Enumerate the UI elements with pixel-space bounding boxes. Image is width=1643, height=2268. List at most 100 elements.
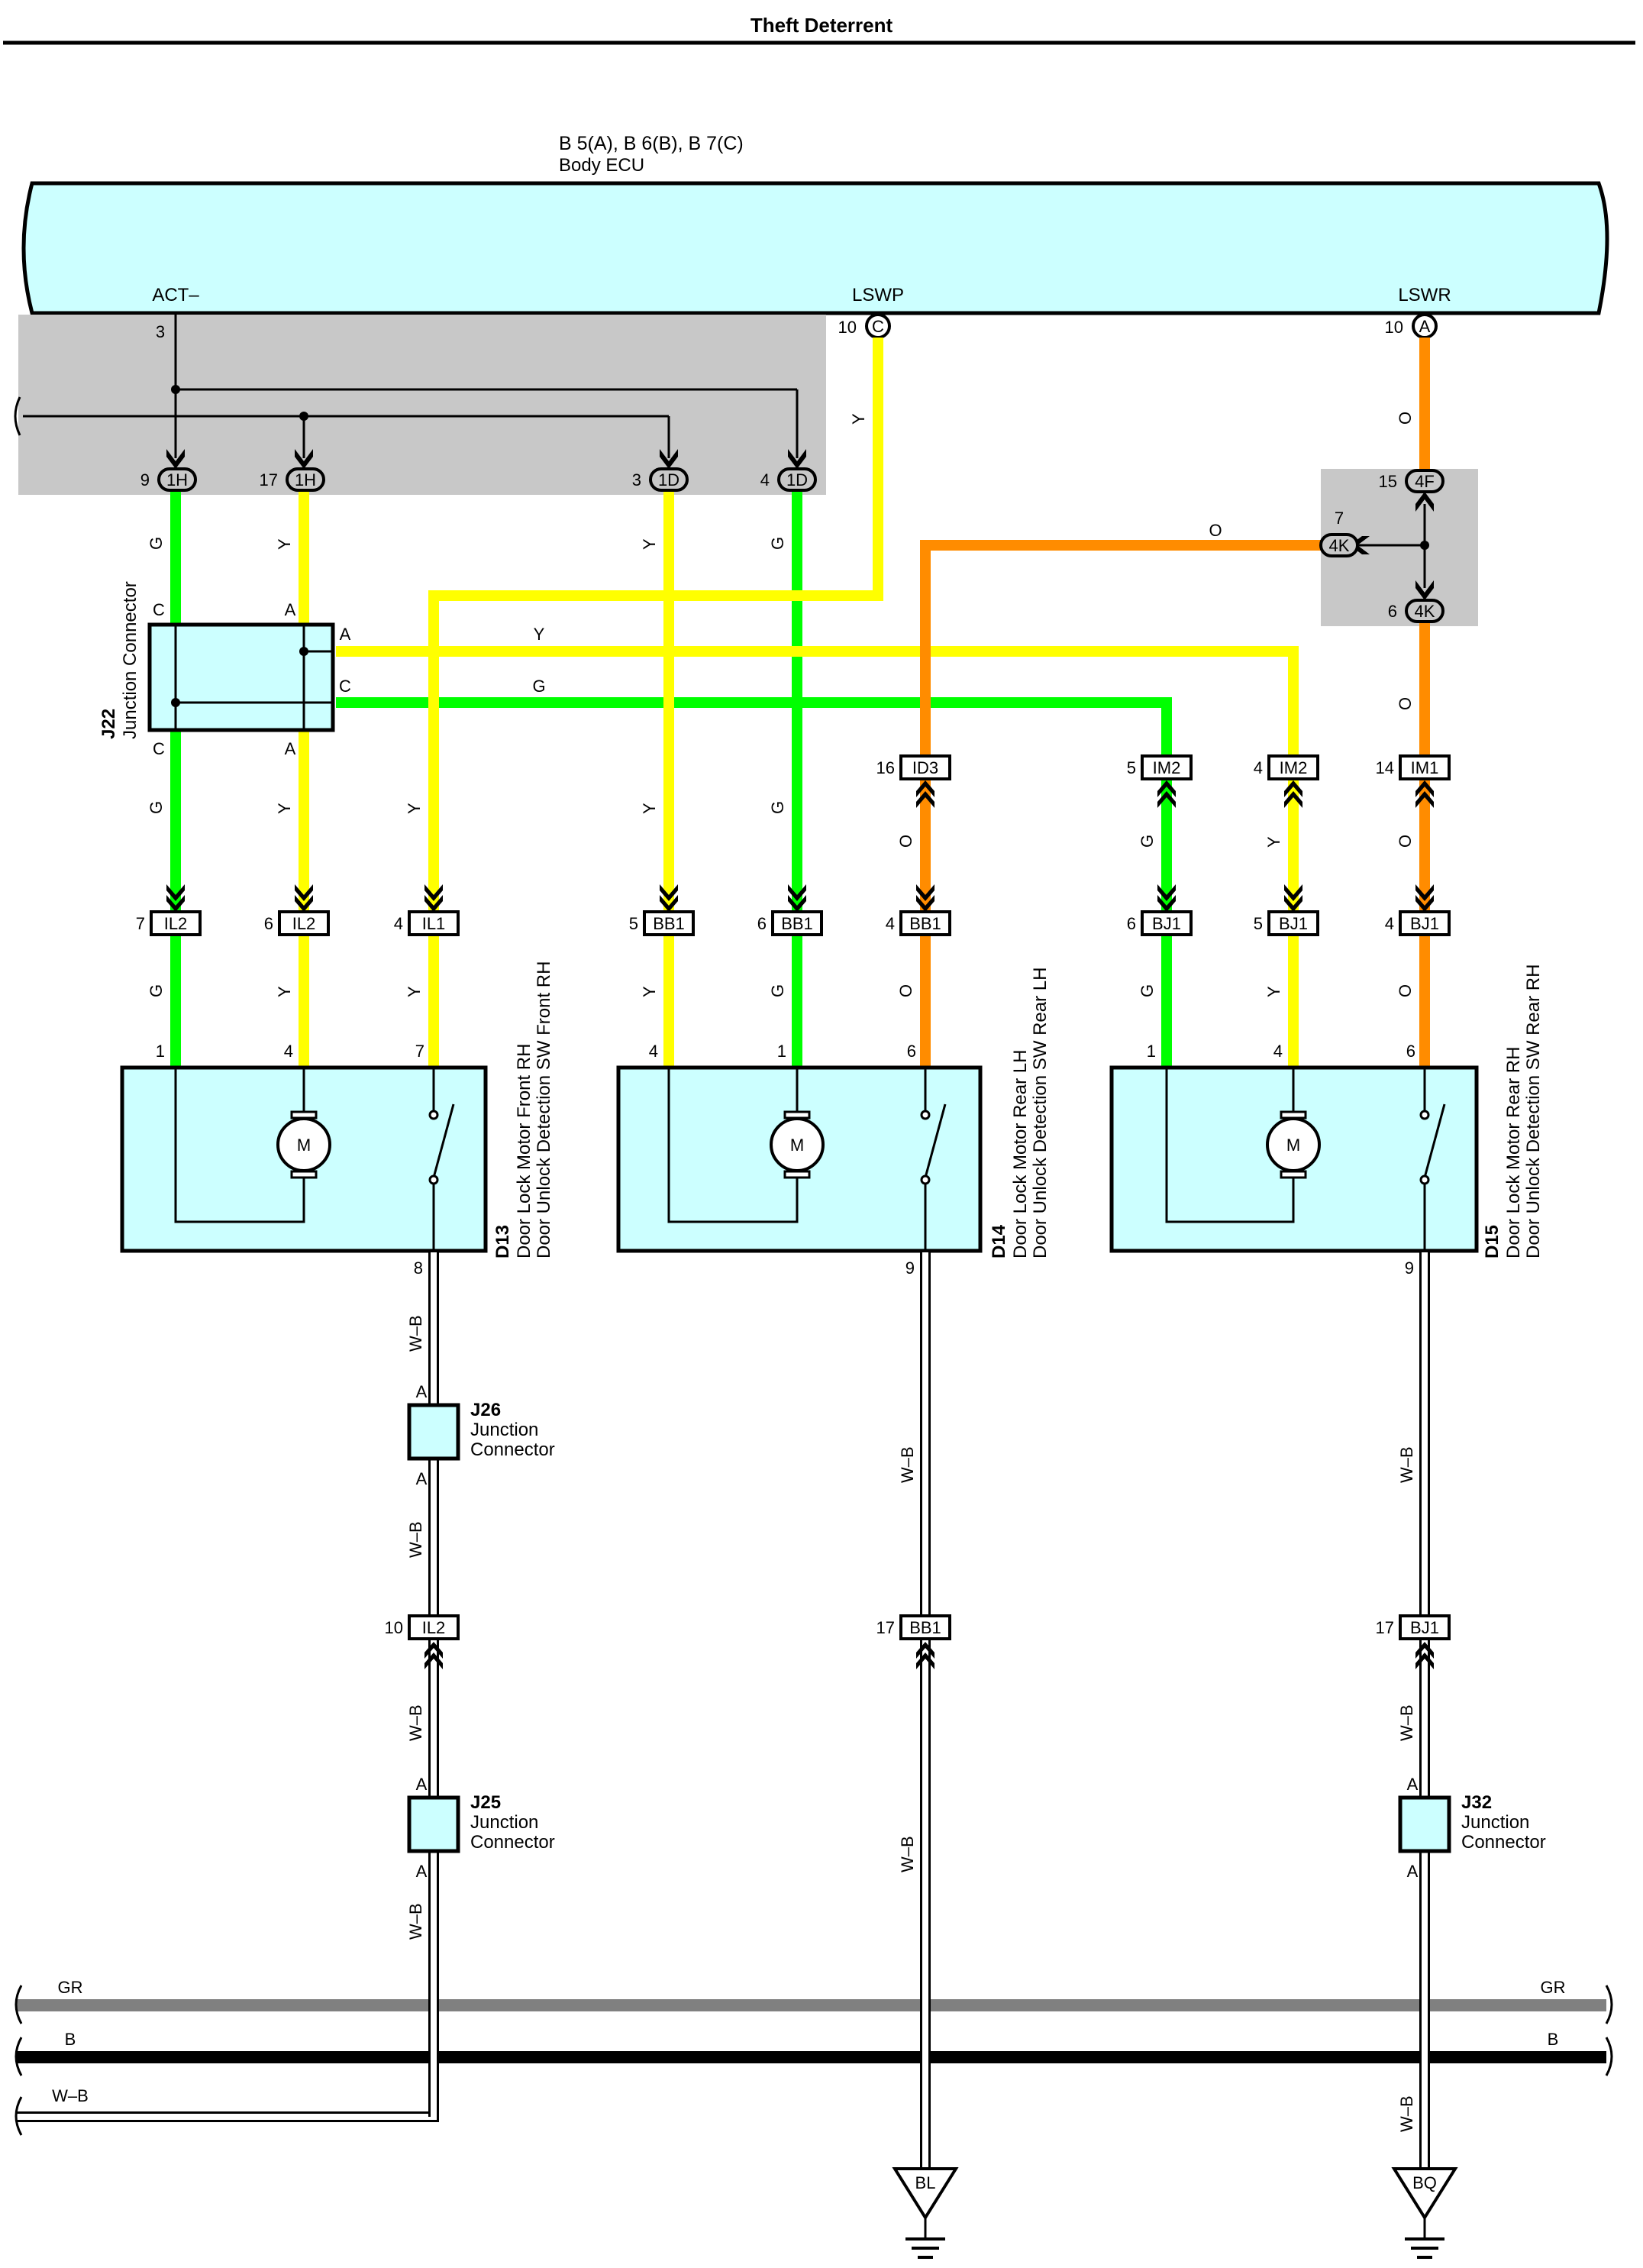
j22-pin-letter: C: [339, 677, 351, 696]
arrowhead: [916, 1642, 934, 1669]
connector-1d-4: 1D: [777, 467, 817, 492]
j25-junction-connector: [407, 1795, 460, 1853]
j26-line1: Junction: [470, 1420, 538, 1440]
connector-4f-15: 4F: [1405, 469, 1444, 493]
pin-number: 4: [886, 914, 895, 933]
connector-bj1-5: BJ1: [1267, 910, 1319, 936]
pin-number: 3: [632, 470, 641, 489]
ground-label-bq: BQ: [1412, 2173, 1437, 2192]
bus-label-gr: GR: [58, 1978, 83, 1997]
wire-color-g: G: [147, 984, 166, 997]
pin-number: 9: [140, 470, 150, 489]
d13-line1: Door Lock Motor Front RH: [514, 1044, 534, 1258]
pin-number: 9: [905, 1258, 915, 1278]
act-splice-wires: [23, 315, 799, 458]
wire-color-o: O: [1396, 984, 1415, 997]
wire-color-g: G: [768, 801, 787, 814]
connector-il2-10: IL2: [408, 1614, 460, 1640]
pin-number: 5: [629, 914, 638, 933]
pin-number: 4: [394, 914, 403, 933]
pin-number: 10: [838, 318, 857, 337]
arrowheads-row2: [166, 884, 1434, 912]
arrowhead: [424, 1642, 443, 1669]
wire-color-o: O: [1396, 697, 1415, 710]
pin-number: 4: [760, 470, 770, 489]
wire-color-wb: W–B: [898, 1836, 917, 1872]
wire-yellow-j22-a-out: [336, 646, 1299, 764]
connector-bb1-4: BB1: [899, 910, 951, 936]
ecu-splice-area: [18, 315, 826, 495]
pin-number: 7: [415, 1042, 424, 1061]
d14-line1: Door Lock Motor Rear LH: [1010, 1050, 1031, 1258]
pin-number: 3: [156, 322, 165, 341]
j22-pin-letter: A: [340, 625, 351, 644]
wire-color-g: G: [768, 537, 787, 550]
switch-contact: [1419, 1174, 1430, 1185]
motor-label: M: [1286, 1136, 1300, 1155]
connector-label: IM2: [1153, 758, 1181, 777]
connector-im2-5: IM2: [1141, 754, 1193, 780]
wire-color-y: Y: [275, 538, 294, 550]
pin-number: 6: [1127, 914, 1136, 933]
motor-symbol: [770, 1117, 825, 1172]
connector-bj1-17: BJ1: [1399, 1614, 1451, 1640]
wire-color-y: Y: [275, 986, 294, 997]
arrowheads-row1: [916, 780, 1434, 808]
motor-label: M: [790, 1136, 804, 1155]
connector-label: BJ1: [1279, 914, 1308, 933]
arrowhead: [1415, 1642, 1434, 1669]
splice-dot: [1420, 541, 1429, 550]
connector-bj1-4: BJ1: [1399, 910, 1451, 936]
switch-contact: [428, 1110, 439, 1120]
wire-color-g: G: [532, 677, 545, 696]
body-ecu: [21, 181, 1609, 315]
pin-number: 10: [385, 1618, 403, 1637]
component-d14: M: [616, 1065, 983, 1253]
wire-color-y: Y: [405, 803, 424, 814]
wire-color-o: O: [896, 984, 915, 997]
connector-label: 4F: [1415, 472, 1435, 491]
wire-color-y: Y: [1264, 986, 1283, 997]
j26-id: J26: [470, 1400, 501, 1420]
d13-id: D13: [492, 1225, 513, 1258]
connector-1h-17: 1H: [286, 467, 325, 492]
arrowhead: [1415, 492, 1434, 512]
j32-pin-letter: A: [1407, 1775, 1419, 1794]
connector-label: IL2: [422, 1618, 446, 1637]
switch-contact: [1419, 1110, 1430, 1120]
pin-number: 7: [1335, 509, 1344, 528]
pin-number: 14: [1376, 758, 1394, 777]
motor-symbol: [276, 1117, 331, 1172]
connector-im2-4: IM2: [1267, 754, 1319, 780]
wire-color-o: O: [896, 835, 915, 848]
connector-label: IL1: [422, 914, 446, 933]
pin-number: 4: [649, 1042, 658, 1061]
switch-blade: [432, 1103, 455, 1178]
component-d13: M: [120, 1065, 488, 1253]
j26-line2: Connector: [470, 1439, 555, 1460]
j25-pin-letter: A: [416, 1775, 428, 1794]
d14-id: D14: [989, 1224, 1009, 1258]
connector-label: 4K: [1329, 536, 1350, 555]
wb-labels: W–B W–B W–B W–B W–B W–B W–B W–B W–B: [406, 1315, 1416, 2132]
wire-color-y: Y: [849, 413, 868, 425]
connector-label: IM1: [1411, 758, 1439, 777]
wire-color-wb: W–B: [406, 1903, 425, 1940]
wire-color-o: O: [1396, 412, 1415, 425]
switch-contact: [920, 1174, 931, 1185]
connector-label: BJ1: [1410, 1618, 1439, 1637]
wire-color-y: Y: [640, 803, 659, 814]
j32-id: J32: [1461, 1792, 1492, 1813]
splice-dot: [299, 647, 308, 656]
d14-line2: Door Unlock Detection SW Rear LH: [1030, 968, 1051, 1258]
connector-il2-6: IL2: [278, 910, 330, 936]
j22-junction-connector: [147, 622, 335, 732]
connector-id3: ID3: [899, 754, 951, 780]
d13-line2: Door Unlock Detection SW Front RH: [534, 961, 554, 1258]
wire-green-j22-c-out: [336, 697, 1172, 764]
pin-number: 9: [1405, 1258, 1414, 1278]
connector-bb1-17: BB1: [899, 1614, 951, 1640]
ground-label-bl: BL: [915, 2173, 936, 2192]
connector-bb1-6: BB1: [771, 910, 823, 936]
j22-pin-letter: A: [285, 739, 296, 758]
